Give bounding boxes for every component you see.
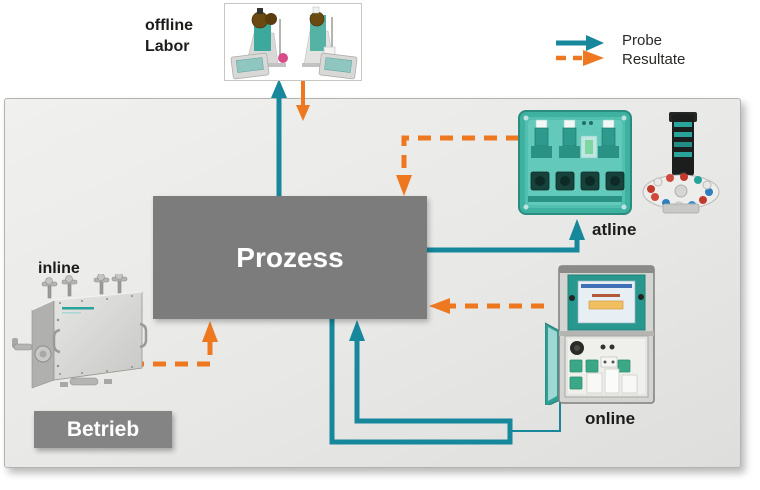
offline-lab-equipment-image — [224, 3, 362, 81]
sample-changer-image — [642, 112, 720, 214]
prozess-label: Prozess — [236, 241, 344, 273]
prozess-node: Prozess — [153, 196, 427, 319]
inline-analyzer-image — [12, 274, 148, 389]
legend-probe-arrow — [556, 35, 604, 51]
reagent-bottle-icons — [531, 119, 619, 158]
inline-label: inline — [38, 260, 80, 277]
offline-labor-label: offline Labor — [145, 17, 193, 55]
online-analyzer-image — [545, 265, 655, 405]
atline-analyzer-image — [518, 110, 632, 215]
dosing-pump-icons — [569, 359, 631, 390]
betrieb-label: Betrieb — [66, 417, 140, 441]
betrieb-node: Betrieb — [34, 411, 172, 448]
legend-probe-label: Probe — [622, 32, 663, 49]
legend-resultate-arrow — [556, 50, 604, 66]
atline-label: atline — [592, 220, 637, 239]
left-keypad-icon — [230, 52, 270, 80]
legend-resultate-label: Resultate — [622, 51, 686, 68]
pipe-fitting-icons — [41, 274, 128, 299]
online-label: online — [585, 409, 636, 428]
pump-block-icons — [530, 171, 625, 191]
right-keypad-icon — [318, 52, 358, 80]
